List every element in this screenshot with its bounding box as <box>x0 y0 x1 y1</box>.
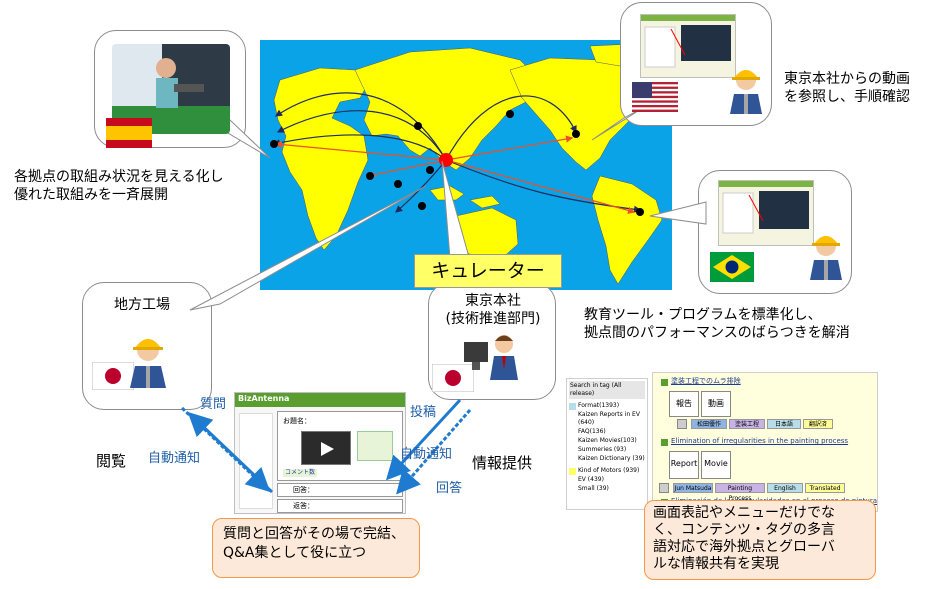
content-tag[interactable]: Jun Matsuda <box>673 483 713 493</box>
bizantenna-screenshot: BizAntenna お題名： コメント数 回答： 返答： <box>234 392 406 514</box>
brazil-bubble-tail <box>649 201 707 225</box>
multilingual-content-panel: 塗装工程でのムラ排除 報告 動画 松田優作 塗装工程 日本語 翻訳済 Elimi… <box>652 372 878 512</box>
avatar <box>677 419 687 429</box>
content-tag[interactable]: 翻訳済 <box>803 419 833 429</box>
spain-flag-icon <box>106 118 152 148</box>
tag-item[interactable]: Kaizen Dictionary (39) <box>569 455 645 463</box>
tag-item[interactable]: Kind of Motors (939) <box>569 467 645 475</box>
content-tag[interactable]: 松田優作 <box>691 419 727 429</box>
standardize-caption: 教育ツール・プログラムを標準化し、 拠点間のパフォーマンスのばらつきを解消 <box>584 307 850 341</box>
post-title-label: お題名： <box>283 417 311 425</box>
multilingual-note: 画面表記やメニューだけでな く、コンテンツ・タグの多言 語対応で海外拠点とグロー… <box>644 500 876 580</box>
tag-item[interactable]: Small (39) <box>569 485 645 493</box>
location-nodes <box>270 110 644 216</box>
usa-bubble-tail <box>591 105 647 141</box>
answer-row <box>277 499 403 513</box>
content-tag[interactable]: English <box>767 483 803 493</box>
regional-factory-label: 地方工場 <box>114 297 170 313</box>
tag-search-panel: Search in tag (All release) Format(1393)… <box>566 378 648 510</box>
tag-item[interactable]: Format(1393) <box>569 402 645 410</box>
tag-item[interactable]: Kaizen Reports in EV (640) <box>569 411 645 427</box>
movie-button-en[interactable]: Movie <box>701 451 731 479</box>
tag-item[interactable]: EV (439) <box>569 476 645 484</box>
content-tag[interactable]: Translated <box>805 483 845 493</box>
japan-flag-icon <box>92 362 134 390</box>
browse-label: 閲覧 <box>96 452 127 470</box>
brazil-flag-icon <box>710 252 754 282</box>
japan-flag-icon <box>432 364 474 392</box>
brazil-screen-thumbnail <box>718 180 814 246</box>
movie-button-ja[interactable]: 動画 <box>701 391 731 417</box>
report-button-en[interactable]: Report <box>669 451 699 479</box>
tag-panel-header: Search in tag (All release) <box>569 381 645 399</box>
post-arrow <box>385 398 462 481</box>
office-worker-computer-icon <box>464 335 518 380</box>
comment-link[interactable]: コメント数 <box>283 469 318 477</box>
worker-hardhat-icon <box>730 70 762 114</box>
tag-item[interactable]: Kaizen Movies(103) <box>569 437 645 445</box>
play-icon <box>321 442 334 456</box>
world-map <box>260 40 672 290</box>
curator-label: キュレーター <box>414 254 562 288</box>
bizantenna-logo: BizAntenna <box>238 394 290 403</box>
orange-connection-arrows <box>274 135 636 214</box>
auto-notify-left-arrow <box>187 411 274 494</box>
info-provide-label: 情報提供 <box>472 454 533 472</box>
question-label: 質問 <box>200 397 227 412</box>
usa-screen-thumbnail <box>640 14 736 78</box>
answer-row-label: 返答： <box>293 502 314 510</box>
worker-hardhat-icon <box>130 339 166 388</box>
usa-caption: 東京本社からの動画 を参照し、手順確認 <box>784 71 910 105</box>
content-tag[interactable]: 日本語 <box>767 419 801 429</box>
spain-caption: 各拠点の取組み状況を見える化し 優れた取組みを一斉展開 <box>14 169 224 203</box>
content-tag[interactable]: Painting Process <box>715 483 765 502</box>
flow-arrows <box>180 398 472 495</box>
answer-label: 回答 <box>436 481 463 496</box>
post-label: 投稿 <box>410 405 437 420</box>
africa-europe-landmass <box>273 67 371 251</box>
report-button-ja[interactable]: 報告 <box>669 391 699 417</box>
tag-item[interactable]: Summeries (93) <box>569 446 645 454</box>
regional-factory-bubble-tail <box>189 185 427 311</box>
usa-flag-icon <box>632 82 678 112</box>
tokyo-hq-label: 東京本社 (技術推進部門) <box>445 293 541 327</box>
tag-item[interactable]: FAQ(136) <box>569 428 645 436</box>
content-item-title-en[interactable]: Elimination of irregularities in the pai… <box>661 437 848 446</box>
content-tag[interactable]: 塗装工程 <box>729 419 765 429</box>
video-thumbnail[interactable] <box>301 431 351 465</box>
avatar <box>659 483 669 493</box>
worker-hardhat-icon <box>810 236 842 280</box>
auto-notify-left-label: 自動通知 <box>148 451 201 466</box>
reply-row-label: 回答： <box>293 486 314 494</box>
qa-note: 質問と回答がその場で完結、 Q&A集として役に立つ <box>212 518 420 578</box>
south-america-landmass <box>591 175 663 285</box>
content-item-title-ja[interactable]: 塗装工程でのムラ排除 <box>661 377 741 386</box>
auto-notify-right-label: 自動通知 <box>400 447 453 462</box>
